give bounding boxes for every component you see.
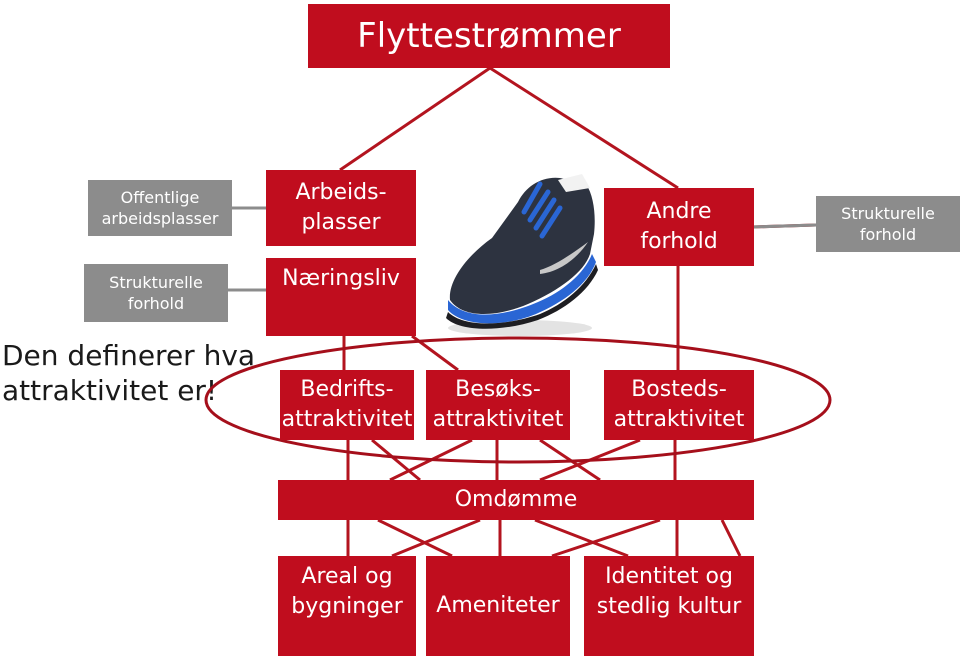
- driver-arbeidsplasser: Arbeids-plasser: [266, 170, 416, 246]
- bottom-areal-og-bygninger: Areal og bygninger: [278, 556, 416, 656]
- attractiveness-besok: Besøks-attraktivitet: [426, 370, 570, 440]
- driver-andre-forhold: Andre forhold: [604, 188, 754, 266]
- title-box: Flyttestrømmer: [308, 4, 670, 68]
- bottom-identitet-og-stedlig-kultur: Identitet og stedlig kultur: [584, 556, 754, 656]
- title-text: Flyttestrømmer: [357, 16, 621, 56]
- omdomme-bar: Omdømme: [278, 480, 754, 520]
- side-label-strukturelle-forhold-right: Strukturelle forhold: [816, 196, 960, 252]
- bottom-ameniteter: Ameniteter: [426, 556, 570, 656]
- running-shoe-icon: [446, 174, 598, 336]
- driver-naeringsliv: Næringsliv: [266, 258, 416, 336]
- attractiveness-bosted: Bosteds-attraktivitet: [604, 370, 754, 440]
- attractiveness-bedrift: Bedrifts-attraktivitet: [280, 370, 414, 440]
- side-label-offentlige-arbeidsplasser: Offentlige arbeidsplasser: [88, 180, 232, 236]
- side-label-strukturelle-forhold-left: Strukturelle forhold: [84, 264, 228, 322]
- note-text: Den definerer hva attraktivitet er!: [2, 339, 256, 407]
